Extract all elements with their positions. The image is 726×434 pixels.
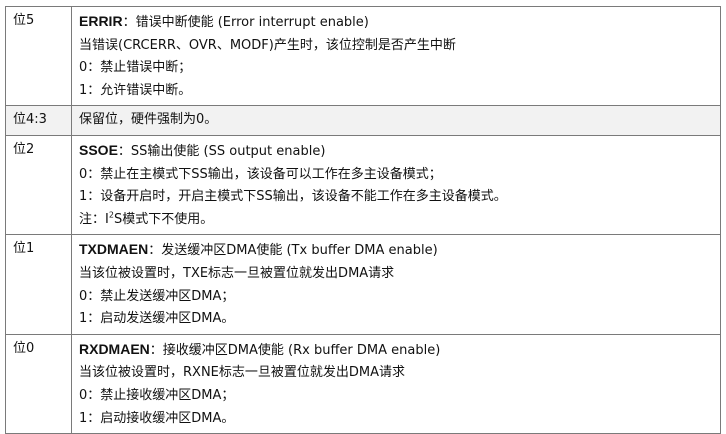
bit-description: ERRIR：错误中断使能 (Error interrupt enable) 当错…	[71, 5, 721, 107]
bit-name: ERRIR	[79, 13, 123, 29]
description-line: 当错误(CRCERR、OVR、MODF)产生时，该位控制是否产生中断	[79, 37, 456, 53]
bit-description: TXDMAEN：发送缓冲区DMA使能 (Tx buffer DMA enable…	[71, 234, 721, 335]
table-row-bit5: 位5 ERRIR：错误中断使能 (Error interrupt enable)…	[5, 5, 721, 107]
description-line: 1：启动发送缓冲区DMA。	[79, 311, 235, 327]
description-line: 1：设备开启时，开启主模式下SS输出，该设备不能工作在多主设备模式。	[79, 189, 507, 205]
description-line: 0：禁止发送缓冲区DMA；	[79, 288, 235, 304]
bit-description: 保留位，硬件强制为0。	[71, 105, 721, 136]
bit-label: 位1	[5, 234, 72, 335]
bit-label: 位4:3	[5, 105, 72, 136]
table-row-bit2: 位2 SSOE：SS输出使能 (SS output enable) 0：禁止在主…	[5, 134, 721, 236]
table-row-bit0: 位0 RXDMAEN：接收缓冲区DMA使能 (Rx buffer DMA ena…	[5, 333, 721, 434]
table-row-bit1: 位1 TXDMAEN：发送缓冲区DMA使能 (Tx buffer DMA ena…	[5, 234, 721, 335]
bit-title-text: ：发送缓冲区DMA使能 (Tx buffer DMA enable)	[148, 243, 438, 259]
description-line: 保留位，硬件强制为0。	[79, 112, 218, 128]
bit-title: SSOE：SS输出使能 (SS output enable)	[79, 139, 714, 164]
bit-title: ERRIR：错误中断使能 (Error interrupt enable)	[79, 10, 714, 35]
description-line: 0：禁止接收缓冲区DMA；	[79, 387, 235, 403]
bit-title: TXDMAEN：发送缓冲区DMA使能 (Tx buffer DMA enable…	[79, 238, 714, 263]
table-row-bit4-3: 位4:3 保留位，硬件强制为0。	[5, 105, 721, 136]
bit-title-text: ：SS输出使能 (SS output enable)	[117, 143, 326, 159]
bit-description: SSOE：SS输出使能 (SS output enable) 0：禁止在主模式下…	[71, 134, 721, 236]
bit-label: 位2	[5, 134, 72, 236]
bit-title: RXDMAEN：接收缓冲区DMA使能 (Rx buffer DMA enable…	[79, 338, 714, 363]
note-superscript: 2	[108, 210, 114, 220]
register-bit-table: 位5 ERRIR：错误中断使能 (Error interrupt enable)…	[5, 5, 721, 434]
description-line: 当该位被设置时，RXNE标志一旦被置位就发出DMA请求	[79, 365, 405, 381]
bit-title-text: ：错误中断使能 (Error interrupt enable)	[122, 15, 369, 30]
bit-name: TXDMAEN	[79, 241, 149, 258]
bit-name: SSOE	[79, 141, 118, 158]
bit-label: 位5	[5, 5, 72, 107]
description-line: 0：禁止在主模式下SS输出，该设备可以工作在多主设备模式；	[79, 166, 442, 182]
description-line: 1：启动接收缓冲区DMA。	[79, 410, 235, 426]
note-suffix: S模式下不使用。	[113, 211, 214, 227]
bit-title-text: ：接收缓冲区DMA使能 (Rx buffer DMA enable)	[149, 342, 441, 358]
bit-label: 位0	[5, 333, 72, 434]
note-line: 注：I2S模式下不使用。	[79, 209, 714, 232]
note-prefix: 注：I	[79, 211, 109, 227]
description-line: 0：禁止错误中断；	[79, 60, 192, 76]
bit-description: RXDMAEN：接收缓冲区DMA使能 (Rx buffer DMA enable…	[71, 333, 721, 434]
description-line: 1：允许错误中断。	[79, 82, 192, 98]
description-line: 当该位被设置时，TXE标志一旦被置位就发出DMA请求	[79, 265, 395, 281]
bit-name: RXDMAEN	[79, 340, 150, 357]
